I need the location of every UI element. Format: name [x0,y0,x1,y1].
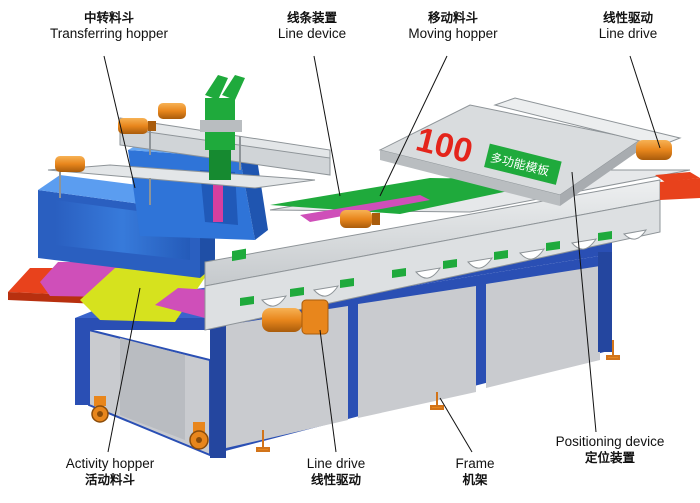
caster-wheels [91,396,209,450]
line-device-cn: 线条装置 [286,10,337,25]
transferring-hopper-cn: 中转料斗 [83,10,134,25]
activity-hopper-cn: 活动料斗 [84,472,135,487]
moving-hopper-cn: 移动料斗 [427,10,478,25]
line-drive-bottom-en: Line drive [306,456,366,471]
frame-en: Frame [455,456,495,471]
line-drive-top-en: Line drive [598,26,658,41]
frame-cn: 机架 [462,472,488,487]
beam-windows [240,231,612,306]
label-line-drive-top: 线性驱动 Line drive [580,10,676,42]
label-line-device: 线条装置 Line device [262,10,362,42]
motor-right [636,140,672,160]
activity-hopper-en: Activity hopper [65,456,155,471]
line-drive-bottom-cn: 线性驱动 [310,472,361,487]
label-frame: Frame 机架 [440,456,510,488]
conveyor-belts [8,262,212,322]
positioning-device-en: Positioning device [555,434,665,449]
line-device [200,75,245,180]
label-line-drive-bottom: Line drive 线性驱动 [284,456,388,488]
motor-top-left [118,118,156,134]
motor-moving-hopper [340,210,380,228]
label-moving-hopper: 移动料斗 Moving hopper [393,10,513,42]
motor-front [262,299,329,335]
beam-scallops [261,229,648,307]
leader-lines [103,55,661,453]
moving-hopper-en: Moving hopper [408,26,498,41]
label-transferring-hopper: 中转料斗 Transferring hopper [34,10,184,42]
line-device-en: Line device [277,26,347,41]
positioning-device-cn: 定位装置 [584,450,635,465]
motor-left-lower [55,156,85,172]
label-positioning-device: Positioning device 定位装置 [530,434,690,466]
leveling-feet [256,340,620,452]
label-activity-hopper: Activity hopper 活动料斗 [40,456,180,488]
motor-center [158,103,186,119]
transferring-hopper-en: Transferring hopper [49,26,169,41]
line-drive-top-cn: 线性驱动 [602,10,653,25]
